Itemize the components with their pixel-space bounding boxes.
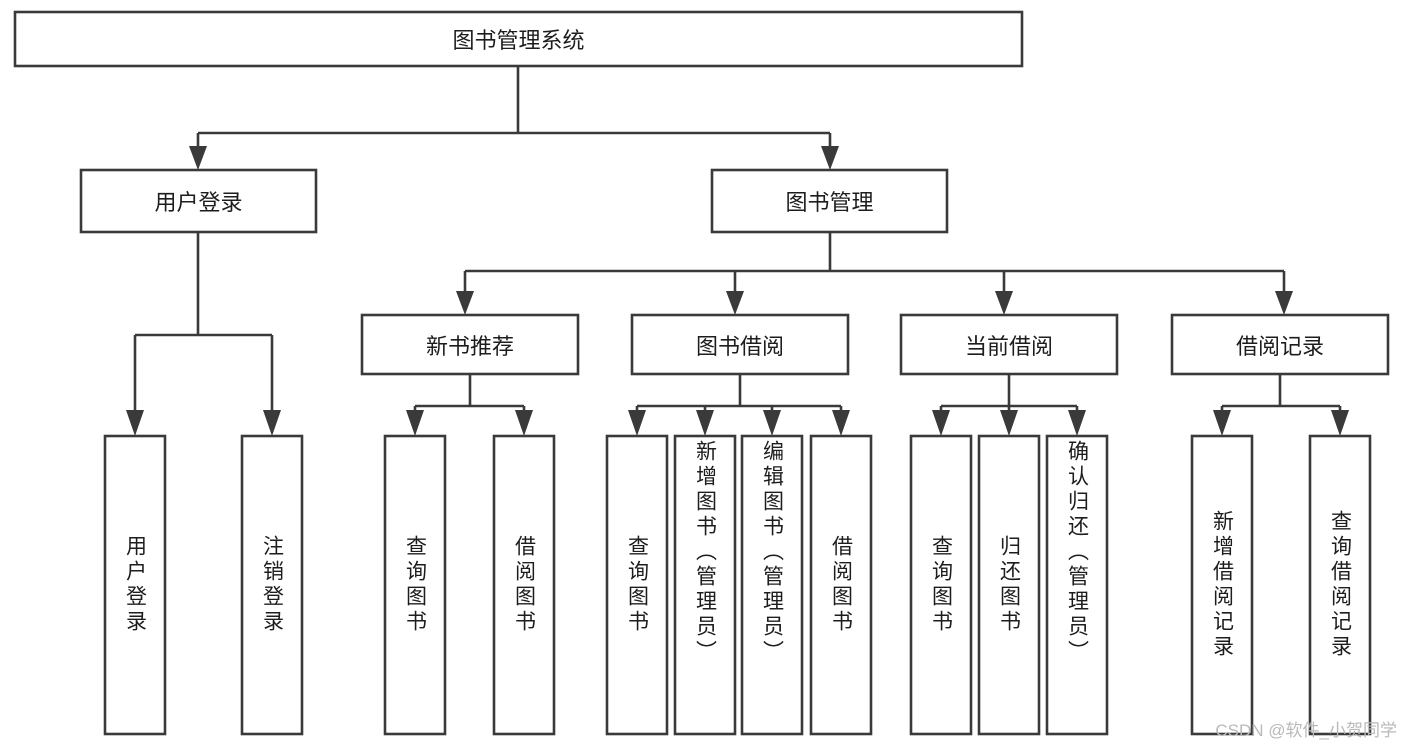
leaf-box-new-book-1[interactable] xyxy=(492,434,556,736)
connector-borrowrecord-to-leaves xyxy=(1213,374,1349,436)
leaf-box-book-borrow-2[interactable] xyxy=(740,434,804,736)
node-book-management-box[interactable] xyxy=(710,168,949,234)
connector-userlogin-to-leaves xyxy=(126,232,281,436)
node-borrow-record-box[interactable] xyxy=(1170,313,1390,376)
connector-newbook-to-leaves xyxy=(406,374,533,436)
leaf-box-borrow-record-0[interactable] xyxy=(1190,434,1254,736)
connector-currentborrow-to-leaves xyxy=(932,374,1086,436)
node-current-borrow-box[interactable] xyxy=(899,313,1119,376)
node-book-borrow-box[interactable] xyxy=(630,313,850,376)
leaf-box-book-borrow-1[interactable] xyxy=(673,434,737,736)
connector-bookmgmt-to-level3 xyxy=(456,232,1293,315)
connector-bookborrow-to-leaves xyxy=(628,374,850,436)
leaf-box-book-borrow-3[interactable] xyxy=(809,434,873,736)
node-user-login-box[interactable] xyxy=(79,168,318,234)
leaf-box-current-borrow-2[interactable] xyxy=(1045,434,1109,736)
leaf-box-current-borrow-0[interactable] xyxy=(909,434,973,736)
leaf-box-new-book-0[interactable] xyxy=(383,434,447,736)
node-new-book-recommend-box[interactable] xyxy=(360,313,580,376)
leaf-box-current-borrow-1[interactable] xyxy=(977,434,1041,736)
node-root-box[interactable] xyxy=(13,10,1024,68)
connector-root-to-level2 xyxy=(189,66,839,170)
leaf-box-user-login-1[interactable] xyxy=(240,434,304,736)
leaf-box-borrow-record-1[interactable] xyxy=(1308,434,1372,736)
leaf-box-book-borrow-0[interactable] xyxy=(605,434,669,736)
leaf-box-user-login-0[interactable] xyxy=(103,434,167,736)
